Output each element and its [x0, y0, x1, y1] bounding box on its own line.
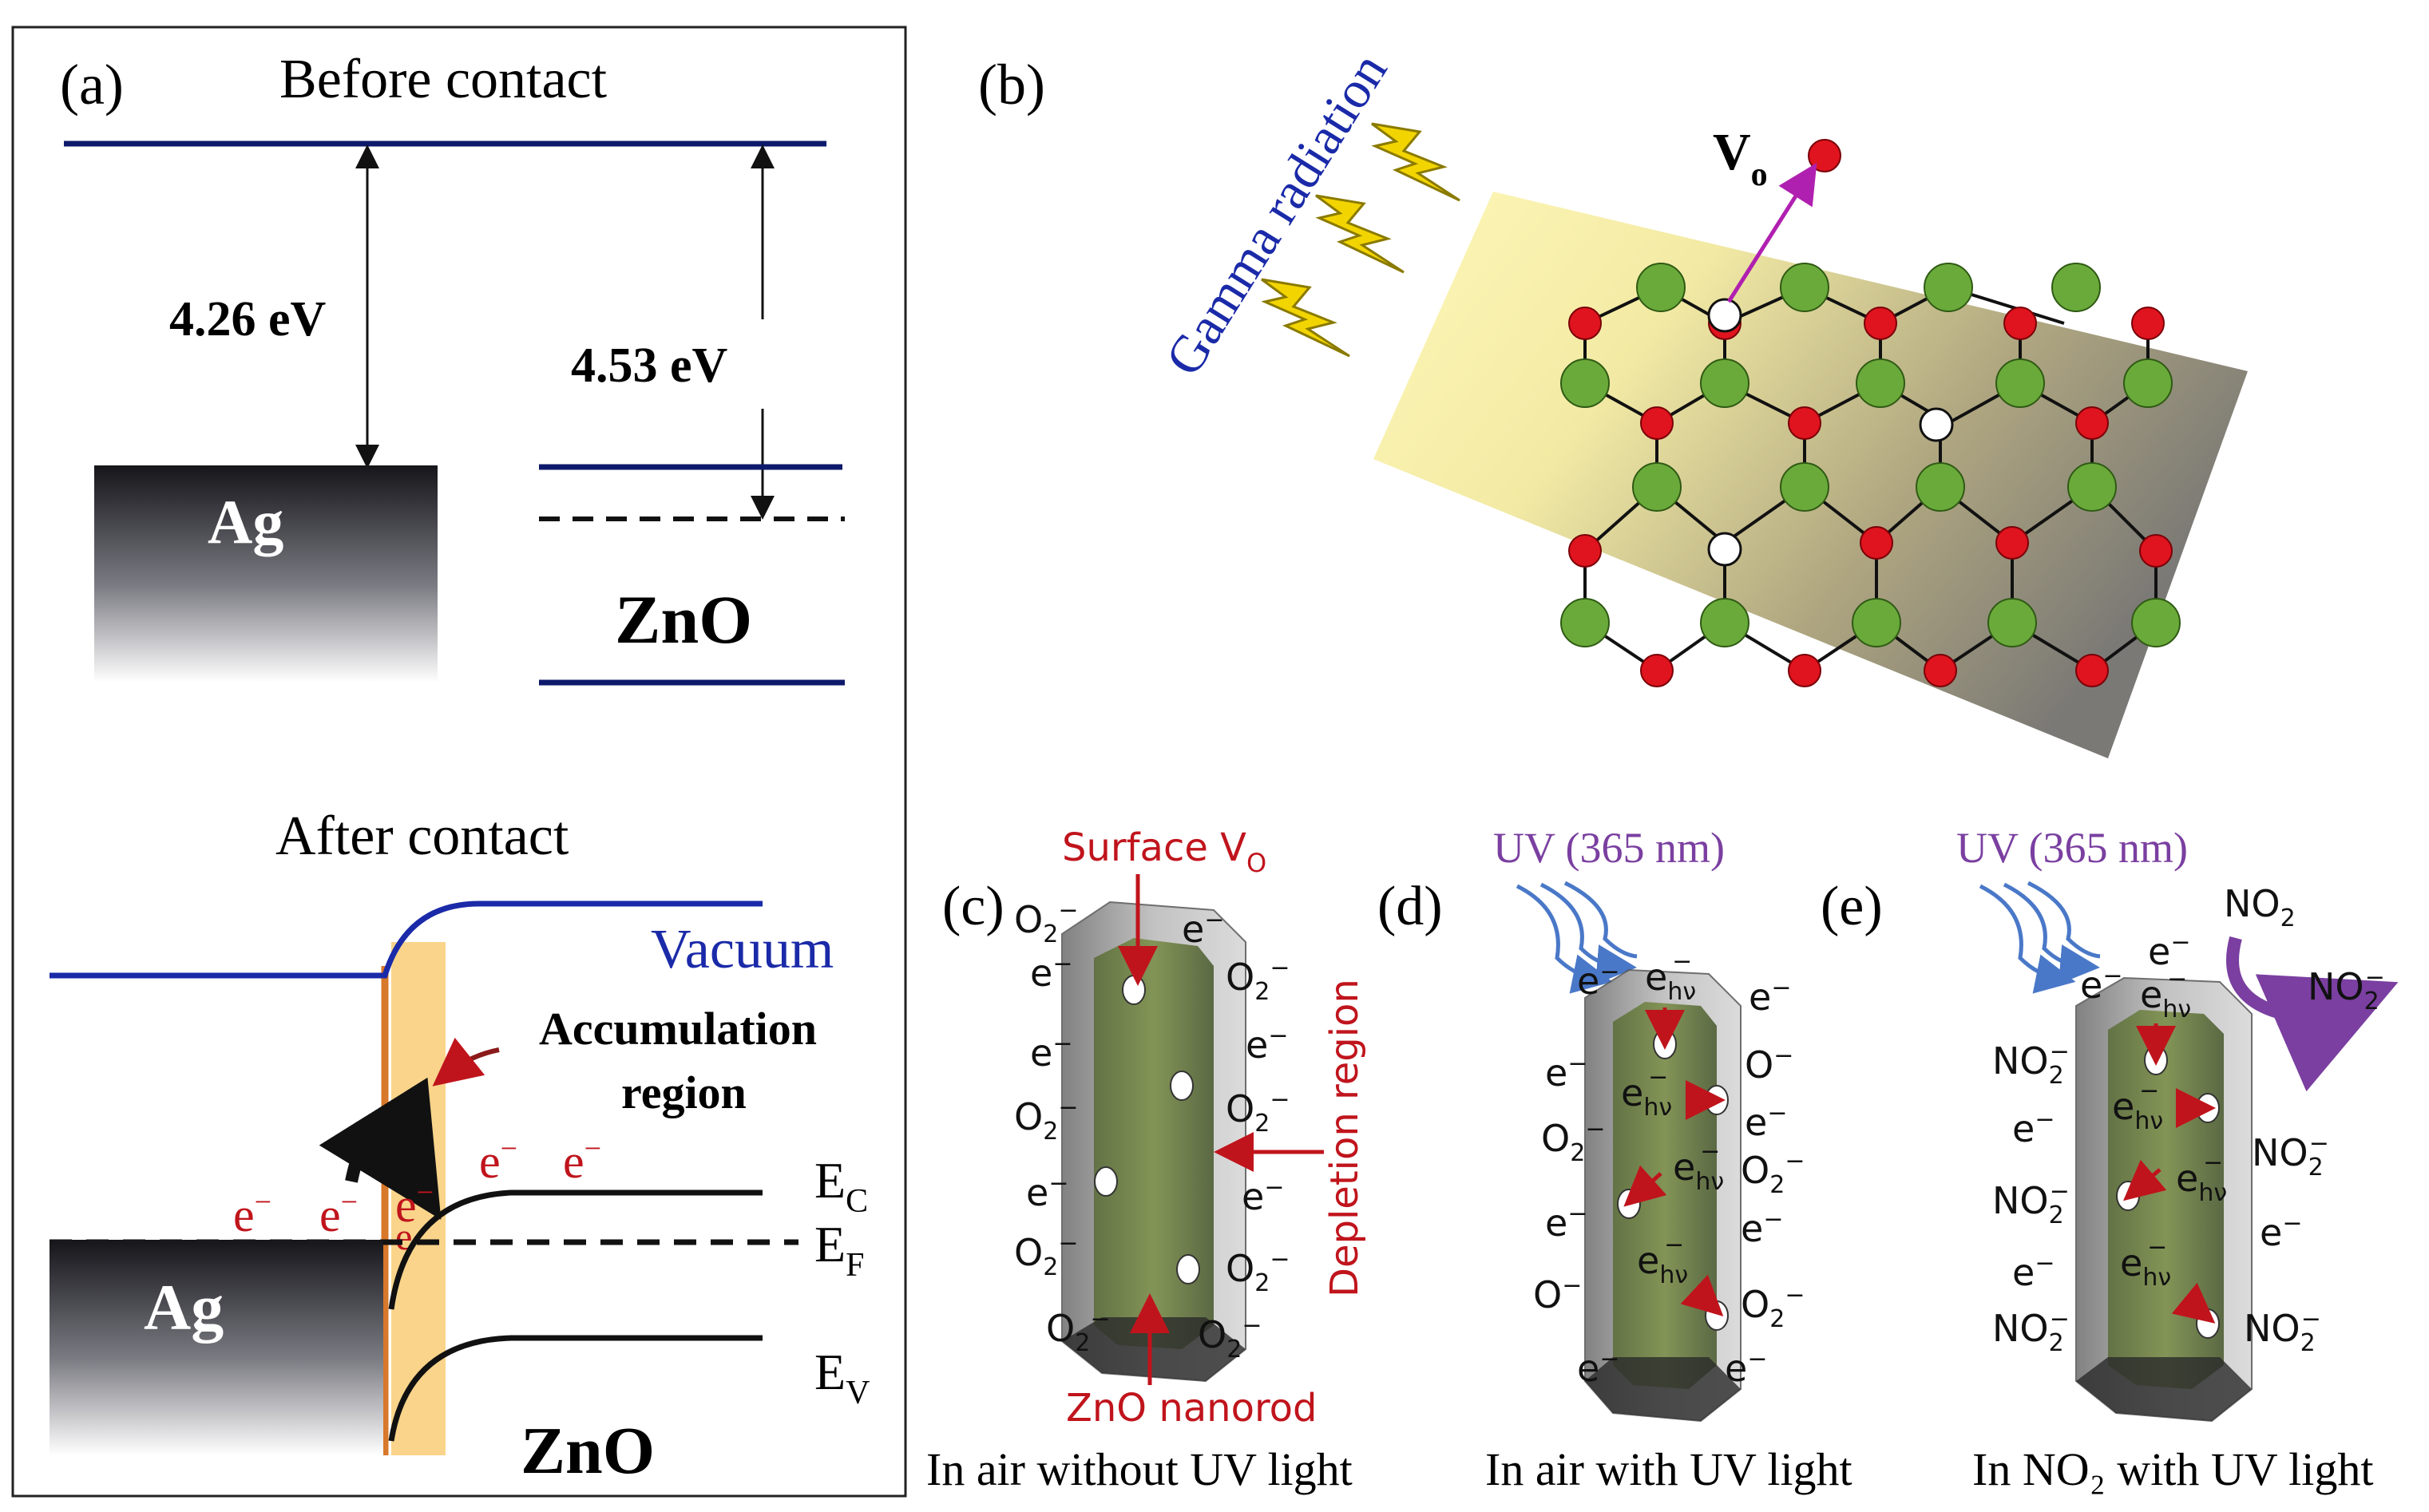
caption-c: In air without UV light — [926, 1443, 1353, 1495]
oxygen-vacancies — [1707, 298, 1954, 567]
electron-symbols: e− e− e− e− e− e — [233, 1132, 601, 1258]
panel-d-label: (d) — [1377, 876, 1443, 937]
svg-text:NO2: NO2 — [2224, 882, 2296, 932]
svg-text:e−: e− — [2260, 1209, 2302, 1254]
svg-text:NO2−: NO2− — [2252, 1130, 2329, 1181]
before-contact-title: Before contact — [279, 49, 608, 110]
electron-3: e− — [395, 1176, 434, 1232]
surface-species-e: NO2 NO2− e− e− ehν− NO2− ehν− e− NO2− eh… — [1992, 882, 2385, 1357]
svg-text:NO2−: NO2− — [1992, 1178, 2070, 1229]
vacuum-level-after — [50, 900, 763, 979]
surface-vo-label: Surface VO — [1062, 825, 1266, 878]
electron-2: e− — [319, 1185, 358, 1241]
panel-c-label: (c) — [942, 876, 1004, 937]
ag-label-before: Ag — [208, 487, 283, 556]
panel-a-label: (a) — [60, 53, 124, 117]
svg-text:e−: e− — [1246, 1022, 1288, 1067]
ag-block-before — [94, 465, 438, 683]
accumulation-label-line2: region — [621, 1067, 747, 1118]
electron-transfer-arrow — [319, 1077, 442, 1220]
panel-e: (e) UV (365 nm) NO2 NO2− e− e− — [1821, 824, 2399, 1495]
nanorod-base-d — [1585, 1357, 1741, 1421]
svg-text:O2−: O2− — [1226, 1245, 1290, 1297]
accumulation-pointer-arrow — [432, 1037, 500, 1087]
ef-label: EF — [814, 1216, 864, 1284]
ag-block-after — [50, 1240, 383, 1455]
zno-affinity-value: 4.53 eV — [571, 338, 728, 393]
zno-label-after: ZnO — [521, 1414, 655, 1488]
no2-adsorption-arrow — [2226, 936, 2399, 1092]
electron-4: e− — [479, 1132, 517, 1188]
zinc-atoms — [1560, 263, 2181, 647]
svg-text:NO2−: NO2− — [1992, 1038, 2070, 1090]
svg-text:e−: e− — [1242, 1174, 1284, 1218]
nanorod-base-c — [1062, 1317, 1246, 1381]
uv-label-e: UV (365 nm) — [1956, 824, 2188, 872]
ag-work-function-value: 4.26 eV — [169, 292, 327, 346]
svg-text:e−: e− — [1545, 1200, 1587, 1245]
caption-d: In air with UV light — [1485, 1443, 1852, 1495]
svg-text:e−: e− — [1725, 1345, 1767, 1390]
accumulation-label-line1: Accumulation — [539, 1003, 817, 1055]
panel-e-label: (e) — [1821, 876, 1883, 937]
svg-text:e−: e− — [1545, 1050, 1587, 1094]
caption-e: In NO₂ with UV light — [1972, 1443, 2374, 1495]
panel-a: (a) Before contact 4.26 eV Ag 4.53 eV Zn… — [11, 26, 907, 1498]
panel-d: (d) UV (365 nm) e− ehν− e− e− O− — [1377, 824, 1852, 1495]
svg-text:e−: e− — [1745, 1099, 1787, 1144]
svg-text:NO2−: NO2− — [1992, 1305, 2070, 1357]
svg-text:e−: e− — [1749, 974, 1791, 1019]
photo-electron-arrows-d — [1623, 1007, 1726, 1317]
vacuum-label: Vacuum — [651, 919, 834, 980]
svg-text:e−: e− — [1741, 1205, 1783, 1250]
nanorod-core-c — [1094, 938, 1214, 1349]
gamma-bolt-2-icon — [1314, 194, 1405, 274]
svg-text:NO2−: NO2− — [2308, 964, 2385, 1015]
electron-1: e− — [233, 1185, 271, 1241]
panel-b-label: (b) — [978, 53, 1045, 117]
svg-text:e−: e− — [2012, 1106, 2055, 1150]
svg-text:O2−: O2− — [1226, 954, 1290, 1006]
svg-text:O−: O− — [1533, 1272, 1582, 1316]
photo-electron-arrows-e — [2122, 1023, 2216, 1324]
svg-text:O2−: O2− — [1741, 1281, 1805, 1333]
svg-text:NO2−: NO2− — [2244, 1305, 2321, 1357]
ag-label-after: Ag — [144, 1271, 224, 1344]
vacancy-label: Vo — [1713, 123, 1768, 193]
oxygen-atoms — [1568, 139, 2173, 687]
uv-waves-e — [1979, 881, 2101, 994]
uv-label-d: UV (365 nm) — [1493, 824, 1725, 872]
valence-band-after — [388, 1335, 763, 1442]
gamma-bolt-1-icon — [1370, 122, 1461, 202]
electron-5: e− — [563, 1132, 601, 1188]
svg-text:O−: O− — [1745, 1042, 1793, 1087]
vacancy-ejection-arrow — [1726, 162, 1817, 303]
svg-text:e−: e− — [2012, 1249, 2055, 1294]
depletion-label: Depletion region — [1322, 979, 1367, 1297]
svg-text:O2−: O2− — [1014, 1094, 1078, 1146]
ec-label: EC — [814, 1152, 868, 1220]
ev-label: EV — [814, 1344, 870, 1411]
uv-waves-d — [1516, 881, 1638, 994]
panel-b: (b) Gamma radiation — [978, 43, 2248, 758]
gamma-radiation-label: Gamma radiation — [1155, 43, 1399, 386]
nanorod-base-e — [2076, 1357, 2252, 1421]
nanorod-label: ZnO nanorod — [1066, 1386, 1317, 1431]
after-contact-title: After contact — [275, 805, 569, 867]
gamma-bolt-3-icon — [1260, 278, 1351, 358]
zno-label-before: ZnO — [615, 581, 752, 658]
svg-text:O2−: O2− — [1226, 1086, 1290, 1138]
conduction-band-after — [388, 1189, 763, 1310]
svg-text:O2−: O2− — [1741, 1147, 1805, 1199]
panel-c: (c) Surface VO Depletion region ZnO nano… — [926, 825, 1367, 1495]
